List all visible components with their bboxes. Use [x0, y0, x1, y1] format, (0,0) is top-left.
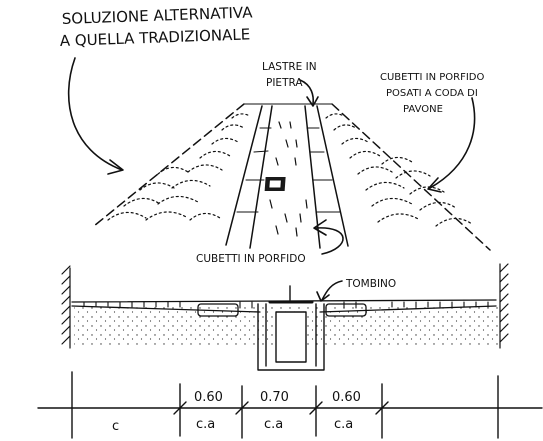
cobbles-arrow	[315, 227, 344, 255]
label-stone-slabs-line1: LASTRE IN	[262, 61, 317, 73]
fan-cobbles-right	[325, 113, 473, 227]
cross-section	[61, 263, 509, 371]
section-slabs	[197, 303, 367, 317]
label-fan-cobbles-line2: POSATI A CODA DI	[386, 88, 478, 99]
title-arrowhead	[107, 159, 124, 175]
label-fan-cobbles-line1: CUBETTI IN PORFIDO	[380, 72, 485, 83]
slab-strip-left-outer	[225, 105, 263, 246]
street-right-edge	[331, 103, 491, 251]
cobbles-arrowhead	[313, 219, 327, 236]
section-cobbles	[83, 301, 489, 309]
fan-arrowhead	[427, 177, 442, 193]
dim-seg1-code: c.a	[196, 417, 215, 432]
slab-strip-left-inner	[249, 105, 273, 249]
label-stone-slabs-line2: PIETRA	[266, 77, 303, 89]
manhole-arrow	[321, 280, 343, 301]
manhole-perspective	[264, 177, 286, 191]
manhole-section	[257, 285, 325, 371]
slabs-arrow	[299, 79, 315, 105]
center-cobbles	[269, 121, 308, 237]
fan-arrow	[429, 97, 476, 189]
dimension-line	[37, 371, 543, 439]
dim-seg3-code: c.a	[334, 417, 353, 432]
label-fan-cobbles-line3: PAVONE	[403, 104, 443, 115]
dim-seg1-value: 0.60	[194, 390, 223, 405]
label-porphyry-cobbles: CUBETTI IN PORFIDO	[196, 253, 306, 265]
dim-seg2-code: c.a	[264, 417, 283, 432]
title-line-1: SOLUZIONE ALTERNATIVA	[62, 3, 254, 28]
fan-cobbles-left	[107, 113, 251, 221]
dim-left-label: c	[112, 419, 119, 434]
left-wall	[61, 265, 71, 349]
street-perspective	[93, 103, 491, 251]
slabs-arrowhead	[306, 96, 319, 107]
right-wall	[499, 263, 509, 349]
leader-arrows	[67, 57, 476, 302]
slab-strip-right-inner	[304, 105, 321, 249]
label-manhole: TOMBINO	[345, 278, 396, 290]
street-left-edge	[93, 103, 245, 227]
dim-seg3-value: 0.60	[332, 390, 361, 405]
title-line-2: A QUELLA TRADIZIONALE	[60, 25, 251, 50]
slab-strip-right-outer	[316, 105, 349, 247]
dim-seg2-value: 0.70	[260, 390, 289, 405]
title-arrow	[67, 57, 123, 171]
